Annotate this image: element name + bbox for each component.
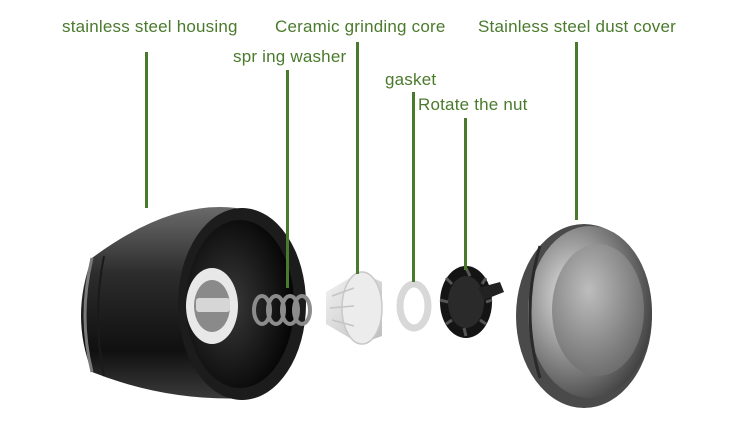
- housing-part: [81, 207, 306, 400]
- leader-line-cover: [575, 42, 578, 220]
- dust-cover-part: [516, 224, 652, 408]
- label-housing: stainless steel housing: [62, 17, 238, 37]
- leader-line-spring: [286, 70, 289, 288]
- nut-part: [440, 266, 504, 338]
- label-core: Ceramic grinding core: [275, 17, 446, 37]
- leader-line-housing: [145, 52, 148, 208]
- gasket-part: [400, 284, 428, 328]
- leader-line-gasket: [412, 92, 415, 282]
- leader-line-nut: [464, 118, 467, 270]
- ceramic-core-part: [326, 272, 382, 344]
- label-gasket: gasket: [385, 70, 436, 90]
- label-spring: spr ing washer: [233, 47, 346, 67]
- label-nut: Rotate the nut: [418, 95, 528, 115]
- label-cover: Stainless steel dust cover: [478, 17, 676, 37]
- leader-line-core: [356, 42, 359, 274]
